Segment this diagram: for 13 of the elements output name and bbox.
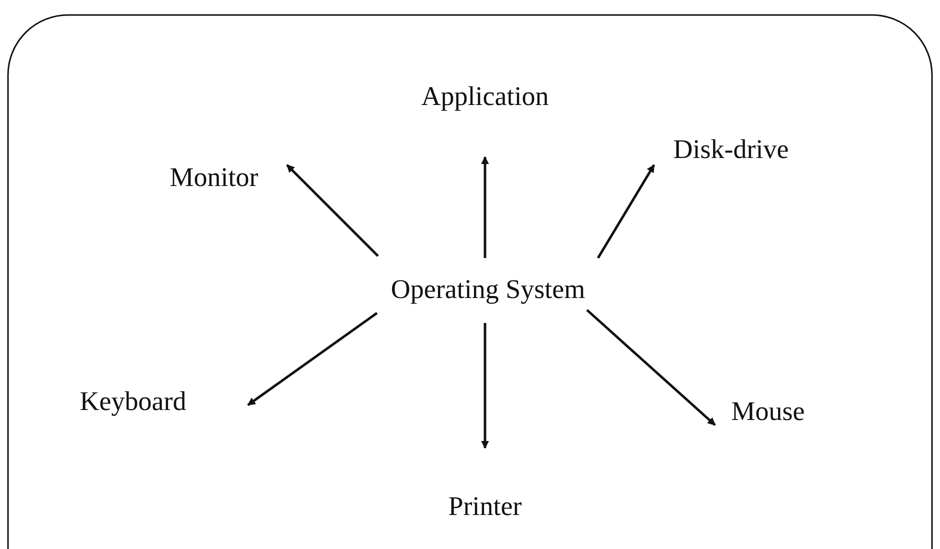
arrow	[286, 164, 379, 257]
node-label: Mouse	[714, 387, 822, 427]
node-label: Keyboard	[18, 387, 248, 427]
arrow	[481, 323, 489, 449]
arrow	[481, 156, 489, 258]
node-label: Printer	[435, 448, 535, 522]
node-label: Operating System	[376, 256, 600, 324]
node-label: Application	[405, 82, 565, 157]
arrow	[247, 312, 378, 406]
arrow	[596, 164, 656, 259]
node-label: Disk-drive	[652, 122, 810, 165]
node-label: Monitor	[140, 163, 288, 203]
arrow	[586, 309, 716, 426]
